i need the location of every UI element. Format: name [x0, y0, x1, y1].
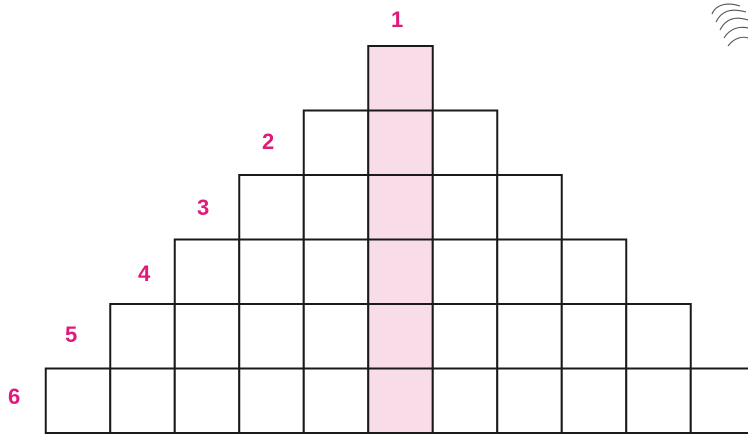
- row-label-5: 5: [65, 324, 77, 346]
- row-label-3: 3: [197, 197, 209, 219]
- row-label-4: 4: [138, 263, 150, 285]
- row-label-2: 2: [262, 131, 274, 153]
- row-label-1: 1: [391, 9, 403, 31]
- row-label-6: 6: [8, 386, 20, 408]
